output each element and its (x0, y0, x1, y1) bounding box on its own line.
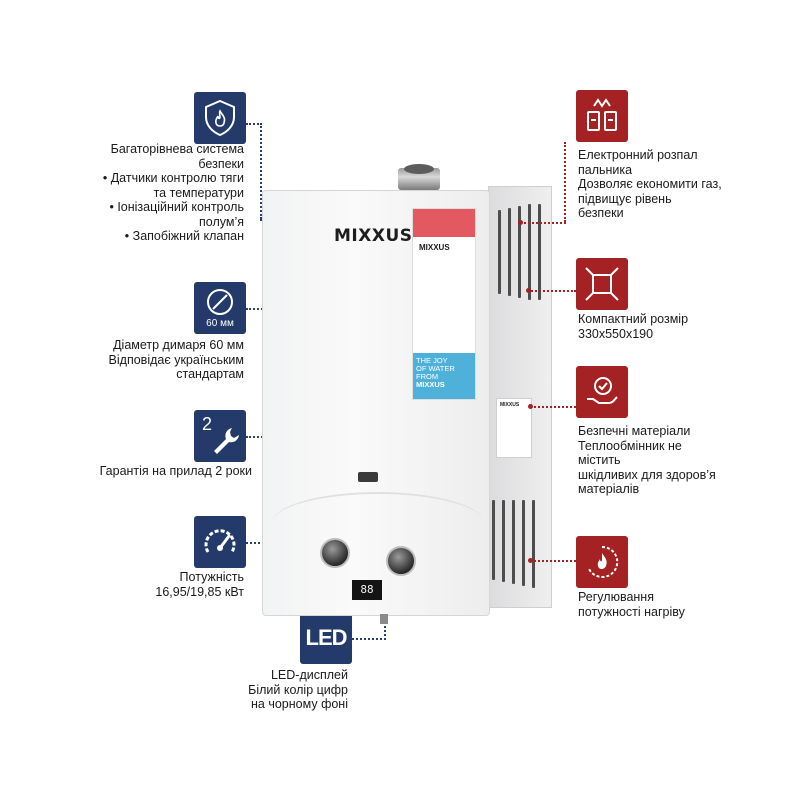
front-handle (358, 472, 378, 482)
ignition-badge (576, 90, 628, 142)
connector-line (246, 123, 262, 125)
vent-slot (508, 208, 511, 296)
flue-pipe (398, 168, 440, 190)
gas-inlet (380, 614, 388, 624)
power-knob[interactable] (320, 538, 350, 568)
feature-chimney-text: Діаметр димаря 60 мм Відповідає українсь… (108, 338, 244, 381)
warranty-badge: 2 (194, 410, 246, 462)
size-badge (576, 258, 628, 310)
feature-power-text: Потужність 16,95/19,85 кВт (155, 570, 244, 599)
connector-line (528, 290, 576, 292)
brand-logo: MIXXUS (334, 226, 413, 246)
power-badge (194, 516, 246, 568)
connector-line (520, 222, 566, 224)
led-badge: LED (300, 612, 352, 664)
sticker-brand: MIXXUS (419, 243, 450, 252)
chimney-diameter-icon (207, 288, 233, 315)
connector-dot (518, 220, 523, 225)
feature-ignition-text: Електронний розпал пальника Дозволяє еко… (578, 148, 722, 220)
feature-regulation-text: Регулювання потужності нагріву (578, 590, 685, 619)
temperature-knob[interactable] (386, 546, 416, 576)
connector-line (352, 638, 386, 640)
connector-dot (528, 558, 533, 563)
flue-pipe-opening (404, 164, 434, 174)
chimney-badge-text: 60 мм (206, 317, 234, 329)
chimney-badge: 60 мм (194, 282, 246, 334)
front-panel-curve (272, 492, 484, 554)
vent-slot (512, 500, 515, 584)
vent-slot (502, 500, 505, 582)
regulation-badge (576, 536, 628, 588)
batteries-spark-icon (587, 98, 617, 131)
warranty-years: 2 (202, 414, 213, 434)
led-icon: LED (305, 625, 348, 650)
vent-slot (518, 206, 521, 298)
product-sticker: MIXXUS THE JOY OF WATER FROM MIXXUS (412, 208, 476, 400)
gauge-icon (204, 529, 236, 553)
feature-safety-text: Багаторівнева система безпеки • Датчики … (102, 142, 244, 243)
connector-line (530, 560, 576, 562)
safety-badge (194, 92, 246, 144)
vent-slot (532, 500, 535, 588)
feature-size-text: Компактний розмір 330x550x190 (578, 312, 689, 341)
vent-slot (492, 500, 495, 580)
feature-warranty-text: Гарантія на прилад 2 роки (99, 464, 252, 478)
materials-badge (576, 366, 628, 418)
vent-slot (528, 204, 531, 300)
vent-slot (498, 210, 501, 294)
connector-line (530, 406, 576, 408)
vent-slot (538, 204, 541, 300)
sticker-slogan: THE JOY OF WATER FROM MIXXUS (413, 353, 475, 399)
compact-size-icon (585, 267, 619, 301)
safe-hand-icon (587, 377, 618, 404)
flame-regulation-icon (588, 545, 619, 578)
sticker-header (413, 209, 475, 237)
connector-dot (528, 404, 533, 409)
feature-materials-text: Безпечні матеріали Теплообмінник не міст… (578, 424, 716, 496)
feature-led-text: LED-дисплей Білий колір цифр на чорному … (248, 668, 348, 711)
connector-line (260, 123, 262, 219)
vent-slot (522, 500, 525, 586)
side-rating-plate: MIXXUS (496, 398, 532, 458)
connector-dot (526, 288, 531, 293)
led-display: 88 (352, 580, 382, 600)
wrench-icon (214, 428, 239, 454)
connector-line (564, 142, 566, 222)
shield-flame-icon (205, 99, 235, 137)
